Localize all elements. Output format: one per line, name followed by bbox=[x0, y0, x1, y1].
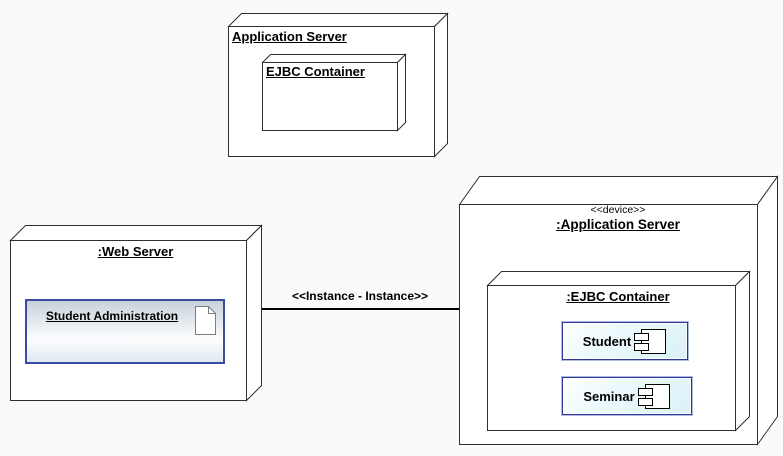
ejbc-container-instance-title: :EJBC Container bbox=[566, 289, 670, 304]
connector-label: <<Instance - Instance>> bbox=[291, 289, 429, 303]
component-seminar[interactable]: Seminar bbox=[562, 377, 692, 415]
component-icon bbox=[637, 383, 670, 409]
app-server-device-title: :Application Server bbox=[556, 217, 680, 232]
component-seminar-label: Seminar bbox=[583, 388, 635, 404]
node-ejbc-container-box[interactable] bbox=[261, 53, 407, 132]
web-server-title: :Web Server bbox=[97, 244, 174, 259]
top-inner-node-title: EJBC Container bbox=[266, 64, 365, 79]
component-student-label: Student bbox=[582, 333, 632, 349]
artifact-label: Student Administration bbox=[45, 309, 179, 323]
document-icon bbox=[195, 306, 216, 335]
component-icon bbox=[634, 328, 667, 354]
top-node-title: Application Server bbox=[232, 29, 347, 44]
device-stereotype: <<device>> bbox=[590, 204, 646, 216]
component-student[interactable]: Student bbox=[562, 322, 688, 360]
artifact-student-administration[interactable]: Student Administration bbox=[25, 299, 225, 364]
